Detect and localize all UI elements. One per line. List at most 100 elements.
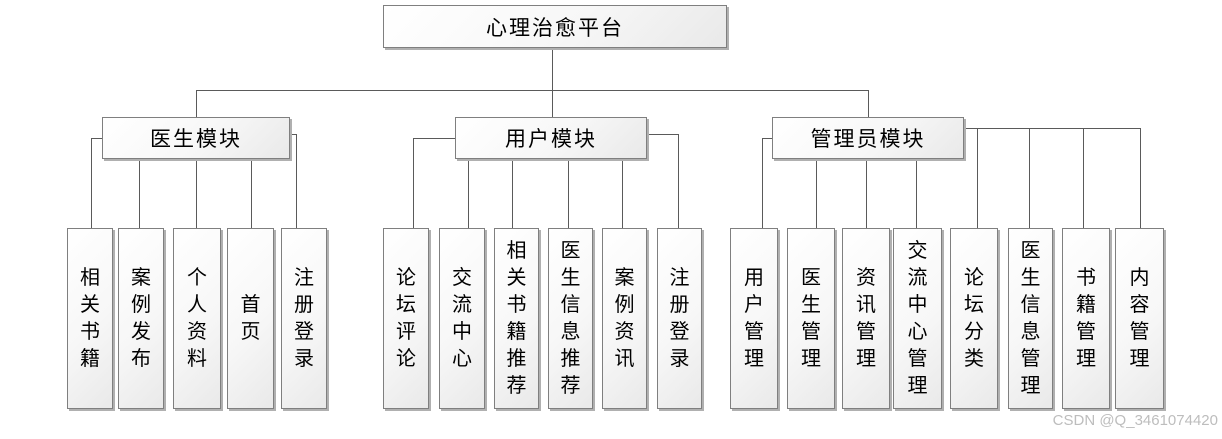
connector-line — [1029, 128, 1030, 228]
leaf-node-char: 籍 — [80, 347, 100, 370]
leaf-node-char: 籍 — [506, 320, 527, 343]
leaf-node-book-management: 书籍管理 — [1062, 228, 1110, 409]
leaf-node-char: 息 — [560, 320, 581, 343]
leaf-node-case-news: 案例资讯 — [602, 228, 647, 409]
leaf-node-char: 书 — [506, 293, 527, 316]
leaf-node-char: 料 — [187, 347, 207, 370]
connector-line — [868, 90, 869, 117]
connector-line — [413, 138, 414, 228]
connector-line — [1140, 128, 1141, 228]
leaf-node-char: 坛 — [964, 293, 984, 316]
leaf-node-char: 医 — [801, 266, 821, 289]
connector-line — [91, 138, 102, 139]
leaf-node-char: 信 — [1020, 293, 1041, 316]
leaf-node-char: 相 — [506, 239, 527, 262]
leaf-node-char: 用 — [744, 266, 764, 289]
leaf-node-char: 荐 — [560, 374, 581, 397]
connector-line — [977, 128, 978, 228]
module-node-user: 用户模块 — [455, 117, 647, 159]
leaf-node-related-books-recommend: 相关书籍推荐 — [494, 228, 539, 409]
connector-line — [196, 90, 869, 91]
connector-line — [251, 159, 252, 228]
connector-line — [816, 159, 817, 228]
leaf-node-related-books: 相关书籍 — [67, 228, 113, 409]
leaf-node-char: 发 — [131, 320, 151, 343]
leaf-node-char: 理 — [856, 347, 876, 370]
leaf-node-char: 中 — [907, 293, 928, 316]
leaf-node-char: 类 — [964, 347, 984, 370]
leaf-node-char: 注 — [294, 266, 314, 289]
leaf-node-char: 医 — [1020, 239, 1041, 262]
leaf-node-case-publish: 案例发布 — [118, 228, 164, 409]
leaf-node-char: 登 — [294, 320, 314, 343]
leaf-node-char: 个 — [187, 266, 207, 289]
leaf-node-char: 关 — [80, 293, 100, 316]
leaf-node-char: 论 — [964, 266, 984, 289]
connector-line — [290, 134, 297, 135]
connector-line — [762, 138, 772, 139]
connector-line — [568, 159, 569, 228]
leaf-node-char: 布 — [131, 347, 151, 370]
leaf-node-char: 录 — [669, 347, 690, 370]
connector-line — [647, 134, 679, 135]
leaf-node-communication-center: 交流中心 — [439, 228, 485, 409]
connector-line — [962, 128, 1141, 129]
leaf-node-content-management: 内容管理 — [1115, 228, 1164, 409]
connector-line — [296, 134, 297, 228]
leaf-node-char: 注 — [669, 266, 690, 289]
leaf-node-char: 管 — [1129, 320, 1150, 343]
leaf-node-char: 例 — [131, 293, 151, 316]
leaf-node-char: 理 — [1076, 347, 1096, 370]
leaf-node-char: 书 — [1076, 266, 1096, 289]
connector-line — [91, 138, 92, 228]
leaf-node-char: 讯 — [856, 293, 876, 316]
root-node-label: 心理治愈平台 — [486, 15, 624, 40]
leaf-node-char: 生 — [560, 266, 581, 289]
leaf-node-char: 籍 — [1076, 293, 1096, 316]
leaf-node-char: 管 — [1020, 347, 1041, 370]
connector-line — [139, 159, 140, 228]
leaf-node-char: 管 — [907, 347, 928, 370]
leaf-node-char: 管 — [801, 320, 821, 343]
module-node-doctor-label: 医生模块 — [150, 127, 242, 151]
leaf-node-char: 分 — [964, 320, 984, 343]
leaf-node-char: 推 — [560, 347, 581, 370]
leaf-node-communication-center-management: 交流中心管理 — [893, 228, 942, 409]
module-node-user-label: 用户模块 — [505, 127, 597, 151]
leaf-node-homepage: 首页 — [227, 228, 274, 409]
leaf-node-doctor-register-login: 注册登录 — [281, 228, 327, 409]
leaf-node-char: 首 — [240, 293, 261, 316]
leaf-node-char: 流 — [452, 293, 472, 316]
leaf-node-char: 户 — [744, 293, 764, 316]
leaf-node-char: 册 — [294, 293, 314, 316]
leaf-node-char: 讯 — [614, 347, 635, 370]
connector-line — [866, 159, 867, 228]
connector-line — [196, 159, 197, 228]
leaf-node-forum-comments: 论坛评论 — [383, 228, 429, 409]
leaf-node-news-management: 资讯管理 — [842, 228, 890, 409]
leaf-node-char: 关 — [506, 266, 527, 289]
leaf-node-char: 医 — [560, 239, 581, 262]
connector-line — [512, 159, 513, 228]
leaf-node-char: 推 — [506, 347, 527, 370]
leaf-node-char: 息 — [1020, 320, 1041, 343]
leaf-node-doctor-info-recommend: 医生信息推荐 — [548, 228, 593, 409]
leaf-node-char: 资 — [856, 266, 876, 289]
leaf-node-char: 理 — [907, 374, 928, 397]
connector-line — [413, 138, 455, 139]
connector-line — [468, 159, 469, 228]
leaf-node-forum-categories: 论坛分类 — [950, 228, 998, 409]
leaf-node-char: 中 — [452, 320, 472, 343]
leaf-node-char: 心 — [452, 347, 472, 370]
leaf-node-char: 坛 — [396, 293, 416, 316]
connector-line — [622, 159, 623, 228]
leaf-node-char: 登 — [669, 320, 690, 343]
module-node-admin: 管理员模块 — [772, 117, 964, 159]
leaf-node-char: 理 — [1129, 347, 1150, 370]
connector-line — [1083, 128, 1084, 228]
leaf-node-char: 例 — [614, 293, 635, 316]
connector-line — [762, 138, 763, 228]
leaf-node-char: 生 — [1020, 266, 1041, 289]
leaf-node-char: 容 — [1129, 293, 1150, 316]
csdn-watermark: CSDN @Q_3461074420 — [1052, 412, 1218, 429]
